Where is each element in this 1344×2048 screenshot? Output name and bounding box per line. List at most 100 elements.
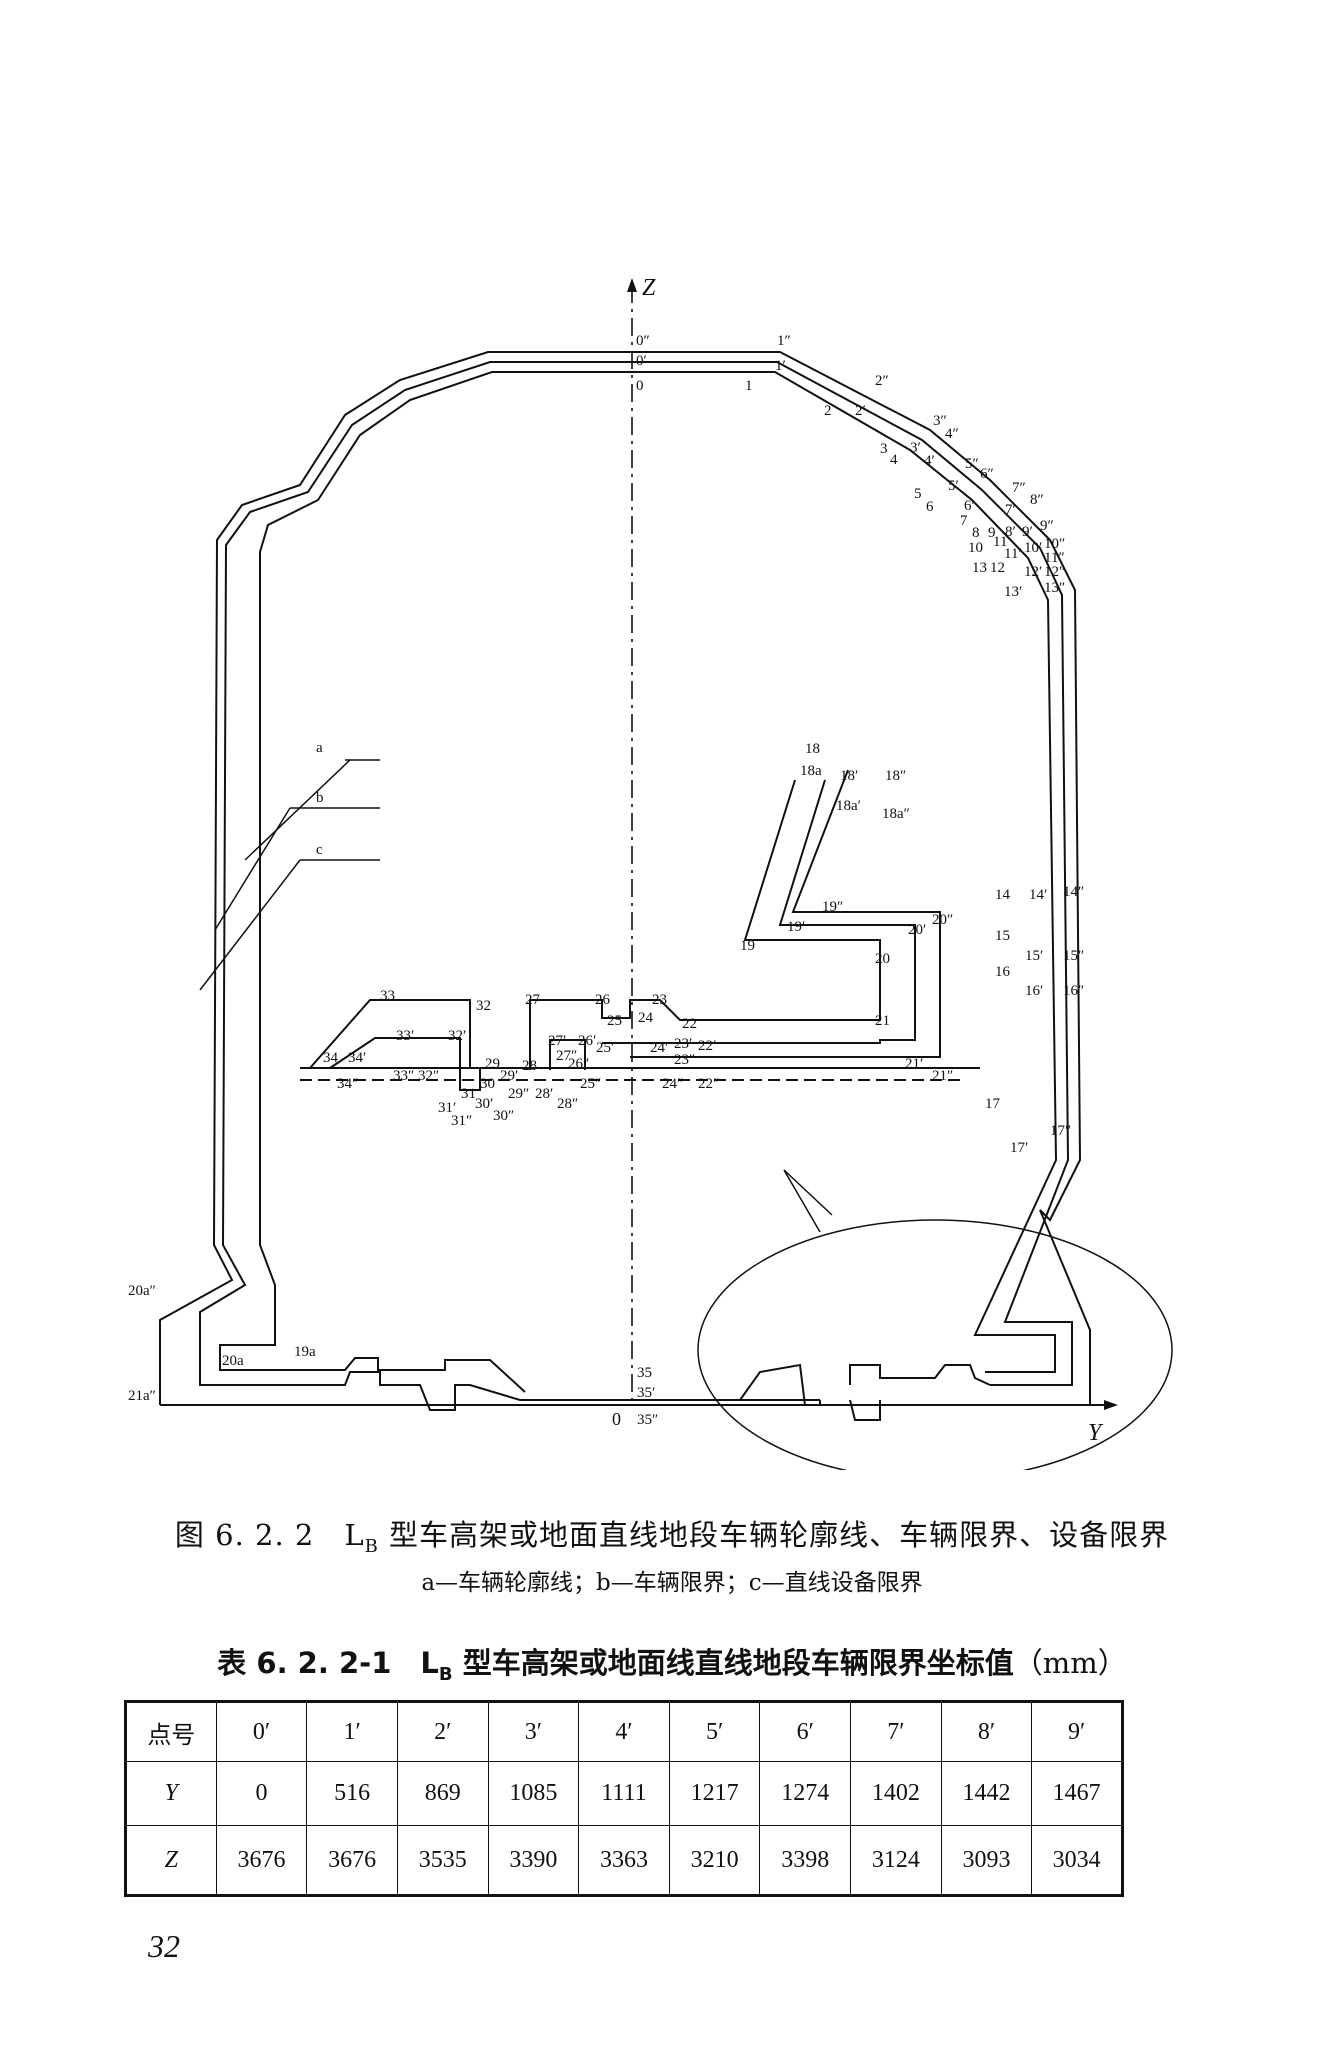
point-label: 1 xyxy=(745,378,753,394)
point-label: 30 xyxy=(480,1076,495,1092)
point-label: 18a″ xyxy=(882,806,910,822)
point-label: 32′ xyxy=(448,1028,466,1044)
point-label: 28 xyxy=(522,1058,537,1074)
point-label: 24′ xyxy=(650,1040,668,1056)
point-label: 17′ xyxy=(1010,1140,1028,1156)
point-label: 12″ xyxy=(1044,564,1065,580)
header-cell: 6′ xyxy=(759,1701,851,1762)
point-label: 20′ xyxy=(908,922,926,938)
point-label: 19a xyxy=(294,1344,316,1360)
point-label: 22″ xyxy=(698,1076,719,1092)
point-label: 5 xyxy=(914,486,922,502)
y-axis-arrow xyxy=(1104,1400,1118,1410)
point-label: 31 xyxy=(461,1086,476,1102)
y-axis-label: Y xyxy=(1088,1420,1104,1446)
point-label: 26 xyxy=(595,992,611,1008)
point-label: 32 xyxy=(476,998,491,1014)
point-label: 7 xyxy=(960,513,968,529)
table-title-subscript: B xyxy=(438,1663,453,1685)
table-cell: 1085 xyxy=(487,1761,580,1826)
table-cell: 1111 xyxy=(578,1761,670,1826)
point-label: 25′ xyxy=(596,1040,614,1056)
point-label: 21 xyxy=(875,1013,890,1029)
header-cell: 1′ xyxy=(306,1701,398,1762)
vehicle-gauge-line xyxy=(199,361,632,1386)
point-label: 30″ xyxy=(493,1108,514,1124)
point-label: 11′ xyxy=(1004,546,1022,562)
point-label: 12 xyxy=(990,560,1005,576)
header-cell: 7′ xyxy=(850,1701,942,1762)
point-label: 14 xyxy=(995,887,1011,903)
z-axis-arrow xyxy=(627,278,637,292)
table-cell: 1217 xyxy=(668,1761,761,1826)
point-label: 31′ xyxy=(438,1100,456,1116)
point-label: 14′ xyxy=(1029,887,1047,903)
table-row-z: Z 3676 3676 3535 3390 3363 3210 3398 312… xyxy=(125,1825,1123,1896)
point-label: 16 xyxy=(995,964,1011,980)
table-cell: 3363 xyxy=(578,1825,670,1896)
table-cell: 3390 xyxy=(487,1825,580,1896)
point-label: 24 xyxy=(638,1010,654,1026)
point-label: 17″ xyxy=(1050,1123,1071,1139)
figure-title: 图 6. 2. 2 LB 型车高架或地面直线地段车辆轮廓线、车辆限界、设备限界 xyxy=(0,1512,1344,1557)
table-cell: 1274 xyxy=(759,1761,851,1826)
point-label: 14″ xyxy=(1063,884,1084,900)
point-label: 23′ xyxy=(674,1036,692,1052)
point-label: 4 xyxy=(890,452,898,468)
point-label: 13″ xyxy=(1044,580,1065,596)
point-label: 19 xyxy=(740,938,755,954)
point-label: 23 xyxy=(652,992,667,1008)
header-cell: 3′ xyxy=(487,1701,580,1762)
equipment-gauge-line xyxy=(159,351,632,1405)
page-number: 32 xyxy=(148,1928,180,1964)
point-label: 15 xyxy=(995,928,1010,944)
point-label: 34′ xyxy=(348,1050,366,1066)
point-label: 28′ xyxy=(535,1086,553,1102)
point-label: 1′ xyxy=(775,358,786,374)
point-label: 17 xyxy=(985,1096,1001,1112)
point-label: 27″ xyxy=(556,1048,577,1064)
point-label: 11 xyxy=(993,534,1007,550)
point-label: 20″ xyxy=(932,912,953,928)
point-label: 9″ xyxy=(1040,518,1054,534)
point-label: 33 xyxy=(380,988,395,1004)
header-cell: 4′ xyxy=(578,1701,670,1762)
detail-circle xyxy=(697,1219,1173,1470)
point-label: 23″ xyxy=(674,1052,695,1068)
point-label: 0″ xyxy=(636,333,650,349)
point-label: 21a″ xyxy=(128,1388,156,1404)
line-label-c: c xyxy=(316,842,323,858)
point-label: 2′ xyxy=(855,403,866,419)
header-cell: 2′ xyxy=(396,1701,489,1762)
point-label: 34″ xyxy=(337,1076,358,1092)
point-label: 11″ xyxy=(1044,550,1065,566)
point-label: 2″ xyxy=(875,373,889,389)
point-label: 29 xyxy=(485,1056,500,1072)
point-label: 35″ xyxy=(637,1412,658,1428)
table-cell: 3535 xyxy=(396,1825,489,1896)
row-head: Z xyxy=(125,1825,217,1896)
point-label: 20a xyxy=(222,1353,244,1369)
table-cell: 3124 xyxy=(850,1825,942,1896)
table-cell: 869 xyxy=(396,1761,489,1826)
point-label: 27′ xyxy=(548,1033,566,1049)
point-label: 31″ xyxy=(451,1113,472,1129)
figure-title-prefix: 图 6. 2. 2 L xyxy=(174,1518,365,1552)
point-label: 8 xyxy=(972,525,980,541)
point-label: 18a′ xyxy=(836,798,861,814)
point-label: 22 xyxy=(682,1016,697,1032)
header-cell: 8′ xyxy=(940,1701,1033,1762)
line-label-a: a xyxy=(316,740,323,756)
table-cell: 3676 xyxy=(215,1825,308,1896)
point-label: 5″ xyxy=(965,456,979,472)
vehicle-profile-line xyxy=(219,371,632,1371)
point-label: 2 xyxy=(824,403,832,419)
point-label: 15″ xyxy=(1063,948,1084,964)
point-label: 6″ xyxy=(980,466,994,482)
coordinate-table: 点号 0′ 1′ 2′ 3′ 4′ 5′ 6′ 7′ 8′ 9′ Y 0 516… xyxy=(124,1700,1124,1897)
point-label: 12′ xyxy=(1024,564,1042,580)
point-label: 9′ xyxy=(1022,524,1033,540)
point-label: 9 xyxy=(988,525,996,541)
vehicle-profile-right xyxy=(632,371,1058,1373)
point-label: 18a xyxy=(800,763,822,779)
